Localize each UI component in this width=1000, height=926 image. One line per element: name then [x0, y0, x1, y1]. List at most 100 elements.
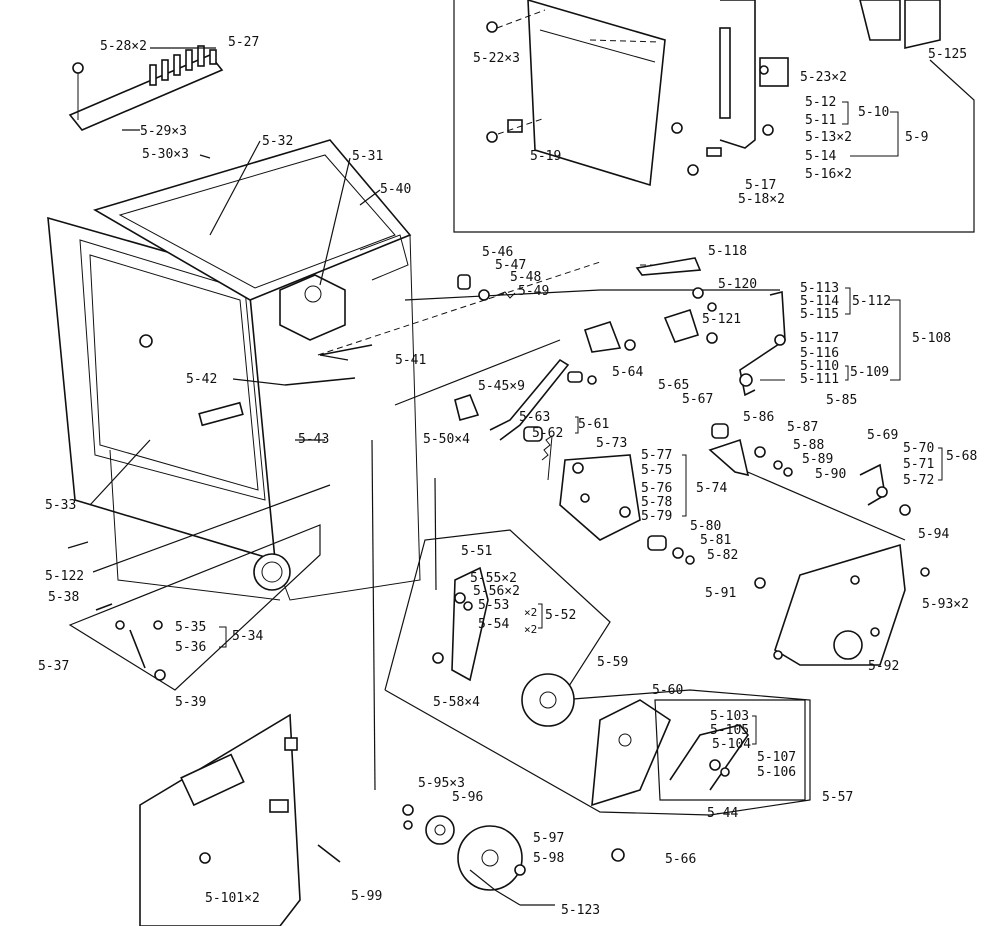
label-5-109: 5-109: [850, 365, 889, 380]
label-5-99: 5-99: [351, 889, 382, 904]
label-5-114: 5-114: [800, 294, 839, 309]
label-5-38: 5-38: [48, 590, 79, 605]
label-5-53: 5-53: [478, 598, 509, 613]
label-5-42: 5-42: [186, 372, 217, 387]
label-5-36: 5-36: [175, 640, 206, 655]
label-5-46: 5-46: [482, 245, 513, 260]
label-5-113: 5-113: [800, 281, 839, 296]
group-brackets: [219, 101, 943, 745]
label-5-61: 5-61: [578, 417, 609, 432]
label-5-123: 5-123: [561, 903, 600, 918]
label-5-45: 5-45×9: [478, 379, 525, 394]
label-5-68: 5-68: [946, 449, 977, 464]
label-5-56: 5-56×2: [473, 584, 520, 599]
label-5-59: 5-59: [597, 655, 628, 670]
label-5-90: 5-90: [815, 467, 846, 482]
label-5-112: 5-112: [852, 294, 891, 309]
label-5-29: 5-29×3: [140, 124, 187, 139]
label-5-16: 5-16×2: [805, 167, 852, 182]
label-5-82: 5-82: [707, 548, 738, 563]
label-5-57: 5-57: [822, 790, 853, 805]
label-5-80: 5-80: [690, 519, 721, 534]
label-5-67: 5-67: [682, 392, 713, 407]
label-5-96: 5-96: [452, 790, 483, 805]
label-5-54: 5-54: [478, 617, 509, 632]
label-5-71: 5-71: [903, 457, 934, 472]
label-5-78: 5-78: [641, 495, 672, 510]
lower-mechanism: [68, 524, 811, 906]
label-5-40: 5-40: [380, 182, 411, 197]
label-5-47: 5-47: [495, 258, 526, 273]
label-5-17: 5-17: [745, 178, 776, 193]
label-5-89: 5-89: [802, 452, 833, 467]
label-5-64: 5-64: [612, 365, 643, 380]
label-5-31: 5-31: [352, 149, 383, 164]
label-5-73: 5-73: [596, 436, 627, 451]
pcb-5-27: [68, 45, 224, 131]
label-5-70: 5-70: [903, 441, 934, 456]
label-5-125: 5-125: [928, 47, 967, 62]
label-5-41: 5-41: [395, 353, 426, 368]
label-5-122: 5-122: [45, 569, 84, 584]
label-5-60: 5-60: [652, 683, 683, 698]
label-5-37: 5-37: [38, 659, 69, 674]
label-5-85: 5-85: [826, 393, 857, 408]
label-5-44: 5-44: [707, 806, 738, 821]
label-5-87: 5-87: [787, 420, 818, 435]
label-5-107: 5-107: [757, 750, 796, 765]
label-5-120: 5-120: [718, 277, 757, 292]
label-5-91: 5-91: [705, 586, 736, 601]
label-5-92: 5-92: [868, 659, 899, 674]
label-5-111: 5-111: [800, 372, 839, 387]
label-5-39: 5-39: [175, 695, 206, 710]
label-5-13: 5-13×2: [805, 130, 852, 145]
label-5-86: 5-86: [743, 410, 774, 425]
label-5-94: 5-94: [918, 527, 949, 542]
label-5-77: 5-77: [641, 448, 672, 463]
label-5-118: 5-118: [708, 244, 747, 259]
label-5-32: 5-32: [262, 134, 293, 149]
label-5-105: 5-105: [710, 723, 749, 738]
label-5-28: 5-28×2: [100, 39, 147, 54]
label-5-121: 5-121: [702, 312, 741, 327]
label-5-43: 5-43: [298, 432, 329, 447]
label-5-88: 5-88: [793, 438, 824, 453]
pcb-lower-left: [139, 713, 341, 926]
upper-mechanism-parts: [284, 257, 930, 666]
label-5-34: 5-34: [232, 629, 263, 644]
label-5-69: 5-69: [867, 428, 898, 443]
label-5-117: 5-117: [800, 331, 839, 346]
label-5-18: 5-18×2: [738, 192, 785, 207]
label-5-52: 5-52: [545, 608, 576, 623]
label-5-79: 5-79: [641, 509, 672, 524]
label-5-63: 5-63: [519, 410, 550, 425]
part-labels: 5-22×3 5-125 5-23×2 5-12 5-10 5-11 5-13×…: [38, 35, 977, 918]
label-5-65: 5-65: [658, 378, 689, 393]
leader-lines: [67, 47, 906, 791]
label-5-33: 5-33: [45, 498, 76, 513]
label-5-30: 5-30×3: [142, 147, 189, 162]
label-5-27: 5-27: [228, 35, 259, 50]
label-5-54-qty: ×2: [524, 623, 537, 636]
label-5-58: 5-58×4: [433, 695, 480, 710]
label-5-116: 5-116: [800, 346, 839, 361]
main-chassis: [47, 139, 421, 601]
label-5-108: 5-108: [912, 331, 951, 346]
label-5-50: 5-50×4: [423, 432, 470, 447]
label-5-104: 5-104: [712, 737, 751, 752]
label-5-48: 5-48: [510, 270, 541, 285]
label-5-110: 5-110: [800, 359, 839, 374]
label-5-115: 5-115: [800, 307, 839, 322]
label-5-101: 5-101×2: [205, 891, 260, 906]
label-5-76: 5-76: [641, 481, 672, 496]
label-5-74: 5-74: [696, 481, 727, 496]
label-5-49: 5-49: [518, 284, 549, 299]
label-5-62: 5-62: [532, 426, 563, 441]
label-5-9: 5-9: [905, 130, 928, 145]
label-5-106: 5-106: [757, 765, 796, 780]
label-5-10: 5-10: [858, 105, 889, 120]
label-5-35: 5-35: [175, 620, 206, 635]
label-5-81: 5-81: [700, 533, 731, 548]
label-5-95: 5-95×3: [418, 776, 465, 791]
